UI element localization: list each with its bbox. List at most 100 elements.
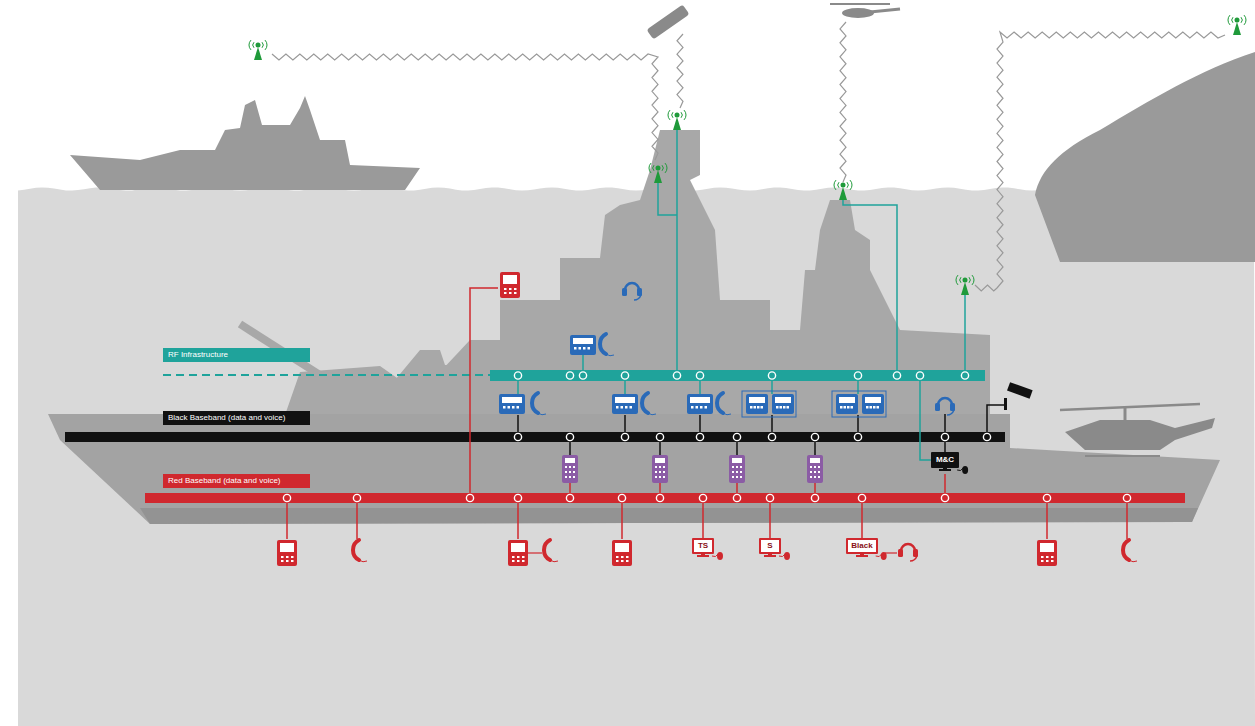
radio-key xyxy=(705,406,708,409)
antenna-wave xyxy=(1228,15,1230,25)
red-drop xyxy=(1046,503,1048,539)
crypto-key xyxy=(655,476,657,478)
crypto-key xyxy=(732,466,734,468)
radio-key xyxy=(512,406,515,409)
terminal-key xyxy=(291,560,294,562)
antenna-wave xyxy=(662,165,663,171)
deck-helicopter xyxy=(1060,404,1215,456)
red-baseband-band xyxy=(145,493,1185,503)
terminal-key xyxy=(626,556,629,558)
rf-drop xyxy=(517,381,519,394)
antenna-wave xyxy=(850,180,852,190)
antenna-wave xyxy=(262,42,263,48)
crypto-unit-symbol xyxy=(652,455,668,483)
connection-point xyxy=(699,494,706,501)
terminal-key xyxy=(1051,556,1054,558)
radio-body xyxy=(772,394,794,414)
terminal-key xyxy=(626,560,629,562)
baseband-drop xyxy=(699,415,701,432)
antenna-wave xyxy=(969,277,970,283)
connection-point xyxy=(854,433,861,440)
rf-drop xyxy=(624,381,626,394)
baseband-drop xyxy=(517,415,519,432)
black-baseband-band xyxy=(65,432,1005,442)
radio-key xyxy=(873,406,876,409)
radio-key xyxy=(583,347,586,350)
connection-point xyxy=(514,433,521,440)
red-drop xyxy=(286,503,288,539)
antenna-wave xyxy=(665,163,667,173)
connection-point xyxy=(768,372,775,379)
terminal-key xyxy=(522,560,525,562)
radio-key xyxy=(508,406,511,409)
helicopter-skid xyxy=(1085,455,1160,457)
crypto-screen xyxy=(810,458,820,463)
monitor-box: M&C xyxy=(931,452,959,468)
terminal-body xyxy=(277,540,297,566)
crypto-key xyxy=(659,471,661,473)
antenna-symbol xyxy=(1228,15,1246,35)
handset-symbol xyxy=(1123,540,1137,562)
radio-key xyxy=(750,406,753,409)
node-label: Black Baseband (data and voice) xyxy=(168,413,305,423)
antenna-symbol xyxy=(668,110,686,130)
helicopter-body xyxy=(842,8,874,18)
crypto-key xyxy=(569,471,571,473)
connection-point xyxy=(514,494,521,501)
terminal-body xyxy=(508,540,528,566)
connection-point xyxy=(733,494,740,501)
crypto-key xyxy=(663,471,665,473)
terminal-key xyxy=(1046,556,1049,558)
crypto-key xyxy=(818,466,820,468)
rf-feed xyxy=(964,295,966,370)
terminal-key xyxy=(504,292,507,294)
connection-point xyxy=(618,494,625,501)
terminal-symbol xyxy=(508,540,528,566)
crypto-screen xyxy=(655,458,665,463)
crypto-key xyxy=(565,476,567,478)
handset-symbol xyxy=(642,393,656,415)
crypto-key xyxy=(655,471,657,473)
radio-key xyxy=(776,406,779,409)
crypto-screen xyxy=(565,458,575,463)
crypto-key xyxy=(736,471,738,473)
crypto-key xyxy=(659,466,661,468)
red-drop xyxy=(621,503,623,539)
radio-key xyxy=(844,406,847,409)
radio-key xyxy=(503,406,506,409)
radio-body xyxy=(687,394,713,414)
terminal-symbol xyxy=(500,272,520,298)
radio-screen xyxy=(690,397,710,403)
baseband-drop xyxy=(944,414,946,432)
handset-symbol xyxy=(532,393,546,415)
monitor-base xyxy=(856,555,868,557)
band-label: Black Baseband (data and voice) xyxy=(163,411,310,425)
terminal-key xyxy=(514,288,517,290)
camera-mount xyxy=(1004,398,1007,410)
radio-screen xyxy=(573,338,593,344)
crypto-key xyxy=(740,466,742,468)
connection-point xyxy=(466,494,473,501)
antenna-symbol xyxy=(649,163,667,183)
antenna-wave xyxy=(681,112,682,118)
handset-symbol xyxy=(353,540,367,562)
node-label: M&C xyxy=(936,455,954,465)
baseband-drop xyxy=(944,442,946,452)
antenna-wave xyxy=(649,163,651,173)
connection-point xyxy=(566,494,573,501)
connection-point xyxy=(621,433,628,440)
terminal-key xyxy=(522,556,525,558)
terminal-key xyxy=(616,556,619,558)
radio-key xyxy=(691,406,694,409)
terminal-key xyxy=(281,560,284,562)
radio-screen xyxy=(749,397,765,403)
ship-hull xyxy=(48,414,1220,524)
red-drop xyxy=(702,503,704,538)
crypto-key xyxy=(810,471,812,473)
radio-key xyxy=(630,406,633,409)
radio-symbol xyxy=(772,394,794,414)
crypto-key xyxy=(573,466,575,468)
